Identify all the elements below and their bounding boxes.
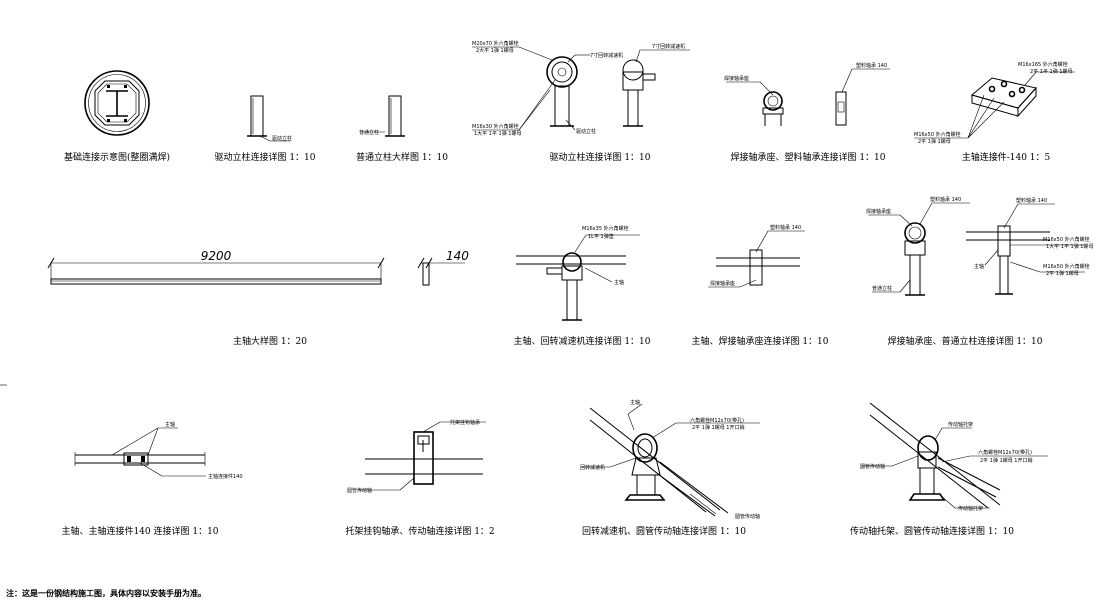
caption-drive-bracket: 传动轴托架、圆管传动轴连接详图 1：10 bbox=[850, 525, 1014, 537]
dim-shaft-length: 9200 bbox=[201, 249, 232, 263]
drive-column-drawing bbox=[247, 95, 290, 142]
label-plastic-bearing-140c: 塑料轴承 140 bbox=[930, 196, 961, 203]
label-drive-bracket: 传动轴托架 bbox=[948, 421, 973, 428]
main-shaft-drawing bbox=[47, 257, 385, 285]
label-plastic-bearing-140b: 塑料轴承 140 bbox=[770, 224, 801, 231]
label-weld-bearing-2: 焊接轴承座 bbox=[710, 280, 735, 287]
caption-common-column: 普通立柱大样图 1：10 bbox=[356, 151, 448, 163]
label-washer-6: 2平 1弹 1螺母 1开口销 bbox=[692, 424, 745, 431]
label-washer-1: 1大平 1平 1弹 1螺母 bbox=[474, 130, 522, 137]
caption-bearing-common: 焊接轴承座、普通立柱连接详图 1：10 bbox=[887, 335, 1042, 347]
label-slew-7a: 7寸回转减速机 bbox=[590, 52, 623, 59]
label-bolt-m16x50c: M16x50 外六角螺栓 bbox=[1043, 263, 1090, 270]
slew-drive-drawing bbox=[472, 46, 690, 131]
label-slew-reducer: 回转减速机 bbox=[580, 464, 605, 471]
label-main-shaft-2: 主轴 bbox=[974, 263, 984, 270]
label-main-shaft-3: 主轴 bbox=[165, 421, 175, 428]
shaft-section-drawing bbox=[417, 257, 465, 286]
label-drive-bracket-2: 传动轴托架 bbox=[958, 505, 983, 512]
label-bolt-m20: M20x70 外六角螺栓 bbox=[472, 40, 519, 47]
label-plastic-bearing-140d: 塑料轴承 140 bbox=[1016, 197, 1047, 204]
caption-shaft-connector: 主轴、主轴连接件140 连接详图 1：10 bbox=[61, 525, 218, 537]
shaft-connector-drawing bbox=[74, 427, 206, 477]
label-common-col-2: 普通立柱 bbox=[872, 285, 892, 292]
label-bolt-m16x35: M16x35 外六角螺栓 bbox=[582, 225, 629, 232]
label-washer-6b: 2平 1弹 1螺母 1开口销 bbox=[980, 457, 1033, 464]
label-drive-col: 驱动立柱 bbox=[272, 135, 292, 142]
caption-bearing-seat: 焊接轴承座、塑料轴承连接详图 1：10 bbox=[730, 151, 885, 163]
common-column-drawing bbox=[362, 95, 405, 137]
reducer-tube-drawing bbox=[582, 403, 760, 517]
label-bolt-m16x50b: M16x50 外六角螺栓 bbox=[1043, 236, 1090, 243]
caption-main-connector: 主轴连接件-140 1：5 bbox=[962, 151, 1051, 163]
label-weld-bearing-3: 焊接轴承座 bbox=[866, 208, 891, 215]
label-washer-1b: 1大平 1平 1弹 1螺母 bbox=[1046, 243, 1094, 250]
label-main-connector-140: 主轴连接件140 bbox=[208, 473, 243, 480]
label-washer-4b: 2平 1弹 1螺母 bbox=[1046, 270, 1079, 277]
shaft-reducer-drawing bbox=[516, 234, 640, 321]
shaft-bearing-drawing bbox=[708, 230, 805, 288]
caption-foundation: 基础连接示意图(整圈满焊) bbox=[64, 151, 170, 163]
label-hook-bearing: 托架挂钩轴承 bbox=[450, 419, 480, 426]
label-main-shaft-1: 主轴 bbox=[614, 279, 624, 286]
bearing-seat-drawing bbox=[726, 68, 890, 126]
dim-shaft-section: 140 bbox=[446, 249, 469, 263]
foundation-drawing bbox=[84, 70, 150, 136]
caption-main-shaft: 主轴大样图 1：20 bbox=[233, 335, 307, 347]
label-drive-col-2: 驱动立柱 bbox=[576, 128, 596, 135]
caption-reducer-tube: 回转减速机、圆管传动轴连接详图 1：10 bbox=[582, 525, 746, 537]
label-washer-2: 2大平 1弹 1螺母 bbox=[476, 47, 514, 54]
bracket-drawing bbox=[358, 421, 486, 491]
label-washer-5: 1L平 1弹垫 bbox=[588, 233, 614, 240]
caption-drive-column-conn: 驱动立柱连接详图 1：10 bbox=[549, 151, 650, 163]
label-tube-shaft: 圆管传动轴 bbox=[347, 487, 372, 494]
caption-shaft-bearing: 主轴、焊接轴承座连接详图 1：10 bbox=[691, 335, 828, 347]
caption-drive-column: 驱动立柱连接详图 1：10 bbox=[214, 151, 315, 163]
label-common-col: 普通立柱 bbox=[359, 129, 379, 136]
label-plastic-bearing-140: 塑料轴承 140 bbox=[856, 62, 887, 69]
label-washer-3: 2平 1平 1弹 1螺母 bbox=[1030, 68, 1073, 75]
drive-bracket-drawing bbox=[862, 402, 1048, 509]
caption-bracket: 托架挂钩轴承、传动轴连接详图 1：2 bbox=[345, 525, 494, 537]
caption-shaft-reducer: 主轴、回转减速机连接详图 1：10 bbox=[513, 335, 650, 347]
bearing-common-drawing bbox=[868, 202, 1085, 296]
main-connector-drawing bbox=[914, 71, 1075, 139]
label-bolt-m16x30: M16x30 外六角螺栓 bbox=[472, 123, 519, 130]
label-main-shaft-4: 主轴 bbox=[630, 399, 640, 406]
label-tube-shaft-2: 圆管传动轴 bbox=[735, 513, 760, 520]
footnote: 注：这是一份钢结构施工图，具体内容以安装手册为准。 bbox=[6, 588, 206, 598]
label-bolt-m16x50: M16x50 外六角螺栓 bbox=[914, 131, 961, 138]
label-hex-bolt-m12b: 六角螺栓M12x70(带孔) bbox=[978, 449, 1032, 456]
label-tube-drive: 圆管传动轴 bbox=[860, 463, 885, 470]
label-washer-4: 2平 1弹 1螺母 bbox=[918, 138, 951, 145]
label-slew-7b: 7寸回转减速机 bbox=[652, 43, 685, 50]
label-bolt-m16x165: M16x165 外六角螺栓 bbox=[1018, 61, 1068, 68]
label-hex-bolt-m12: 六角螺栓M12x70(带孔) bbox=[690, 417, 744, 424]
label-weld-bearing: 焊接轴承座 bbox=[724, 75, 749, 82]
